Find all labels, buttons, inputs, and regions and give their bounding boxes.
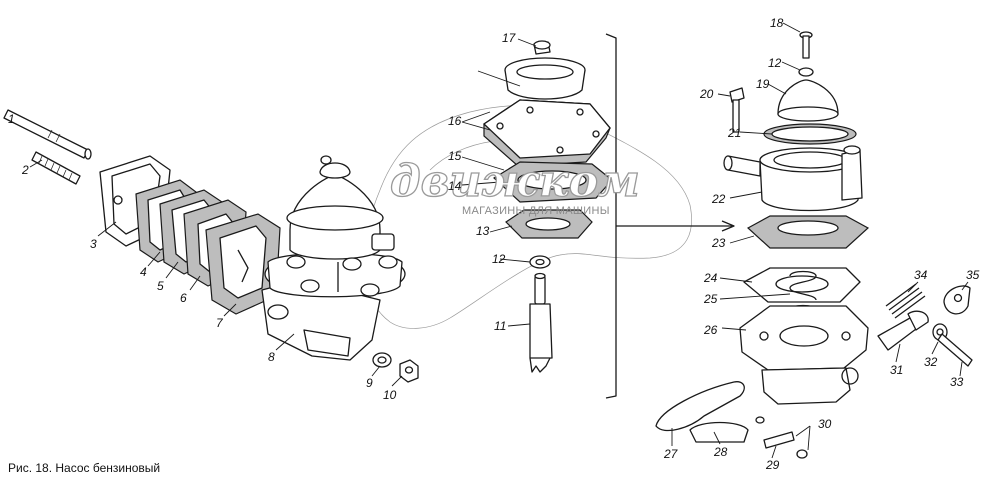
part-34-spring bbox=[885, 283, 926, 319]
callout-labels: 1 2 3 4 5 6 7 8 9 10 11 12 13 14 15 16 1… bbox=[8, 16, 980, 472]
callout-29: 29 bbox=[765, 458, 780, 472]
callout-11: 11 bbox=[494, 319, 506, 333]
figure-caption: Рис. 18. Насос бензиновый bbox=[8, 461, 161, 475]
part-23-diaphragm-assembly bbox=[746, 215, 870, 249]
callout-7: 7 bbox=[216, 316, 224, 330]
callout-31: 31 bbox=[890, 363, 903, 377]
callout-33: 33 bbox=[950, 375, 964, 389]
part-21-strainer bbox=[763, 123, 857, 145]
part-31-hand-lever bbox=[877, 310, 929, 351]
callout-19: 19 bbox=[756, 77, 770, 91]
callout-30: 30 bbox=[818, 417, 832, 431]
part-26-pump-body bbox=[739, 305, 869, 405]
watermark: движком МАГАЗИНЫ ДЛЯ МАШИНЫ bbox=[389, 155, 640, 217]
part-28-lever-bracket bbox=[689, 421, 749, 443]
watermark-subtitle: МАГАЗИНЫ ДЛЯ МАШИНЫ bbox=[462, 205, 610, 217]
callout-14: 14 bbox=[448, 179, 462, 193]
callout-3: 3 bbox=[90, 237, 97, 251]
callout-6: 6 bbox=[180, 291, 187, 305]
part-10-nut bbox=[399, 359, 419, 383]
callout-9: 9 bbox=[366, 376, 373, 390]
callout-15: 15 bbox=[448, 149, 462, 163]
callout-26: 26 bbox=[703, 323, 718, 337]
part-18-screw bbox=[799, 31, 813, 59]
callout-16: 16 bbox=[448, 114, 462, 128]
part-8-pump-assembly bbox=[261, 155, 406, 361]
part-24-gasket bbox=[743, 267, 861, 303]
callout-24: 24 bbox=[703, 271, 718, 285]
callout-18: 18 bbox=[770, 16, 784, 30]
part-27-lever bbox=[655, 381, 745, 432]
part-7-gasket bbox=[205, 213, 281, 315]
part-19-glass-cap bbox=[777, 79, 839, 122]
part-35-bracket bbox=[943, 285, 971, 315]
part-30-washer bbox=[755, 416, 808, 459]
callout-20: 20 bbox=[699, 87, 714, 101]
callout-21: 21 bbox=[727, 126, 741, 140]
callout-2: 2 bbox=[21, 163, 29, 177]
part-12-washer-right bbox=[798, 67, 814, 77]
callout-4: 4 bbox=[140, 265, 147, 279]
part-13-gasket bbox=[505, 209, 593, 239]
callout-28: 28 bbox=[713, 445, 728, 459]
part-16-cover bbox=[504, 57, 586, 100]
callout-27: 27 bbox=[663, 447, 679, 461]
callout-12-right: 12 bbox=[768, 56, 782, 70]
callout-5: 5 bbox=[157, 279, 164, 293]
callout-25: 25 bbox=[703, 292, 718, 306]
callout-34: 34 bbox=[914, 268, 928, 282]
callout-12: 12 bbox=[492, 252, 506, 266]
part-20-bolt bbox=[729, 87, 745, 133]
part-1-rod bbox=[3, 109, 92, 160]
callout-17: 17 bbox=[502, 31, 517, 45]
part-29-pin bbox=[763, 431, 795, 449]
callout-23: 23 bbox=[711, 236, 726, 250]
callout-13: 13 bbox=[476, 224, 490, 238]
callout-10: 10 bbox=[383, 388, 397, 402]
callout-22: 22 bbox=[711, 192, 726, 206]
part-33-axle bbox=[937, 333, 973, 367]
part-9-washer bbox=[372, 352, 392, 368]
part-2-stud bbox=[31, 151, 81, 185]
part-17-screw bbox=[533, 40, 551, 55]
callout-8: 8 bbox=[268, 350, 275, 364]
part-15-diaphragm bbox=[493, 161, 613, 203]
part-22-pump-cover bbox=[723, 145, 863, 212]
part-11-pull-rod bbox=[529, 272, 553, 373]
part-14-filter-housing bbox=[483, 99, 611, 167]
callout-1: 1 bbox=[8, 112, 15, 126]
callout-35: 35 bbox=[966, 268, 980, 282]
callout-32: 32 bbox=[924, 355, 938, 369]
leader-lines bbox=[29, 22, 969, 459]
divider-bracket bbox=[605, 33, 735, 399]
watermark-logo: движком bbox=[390, 156, 640, 207]
part-12-washer bbox=[529, 255, 551, 269]
